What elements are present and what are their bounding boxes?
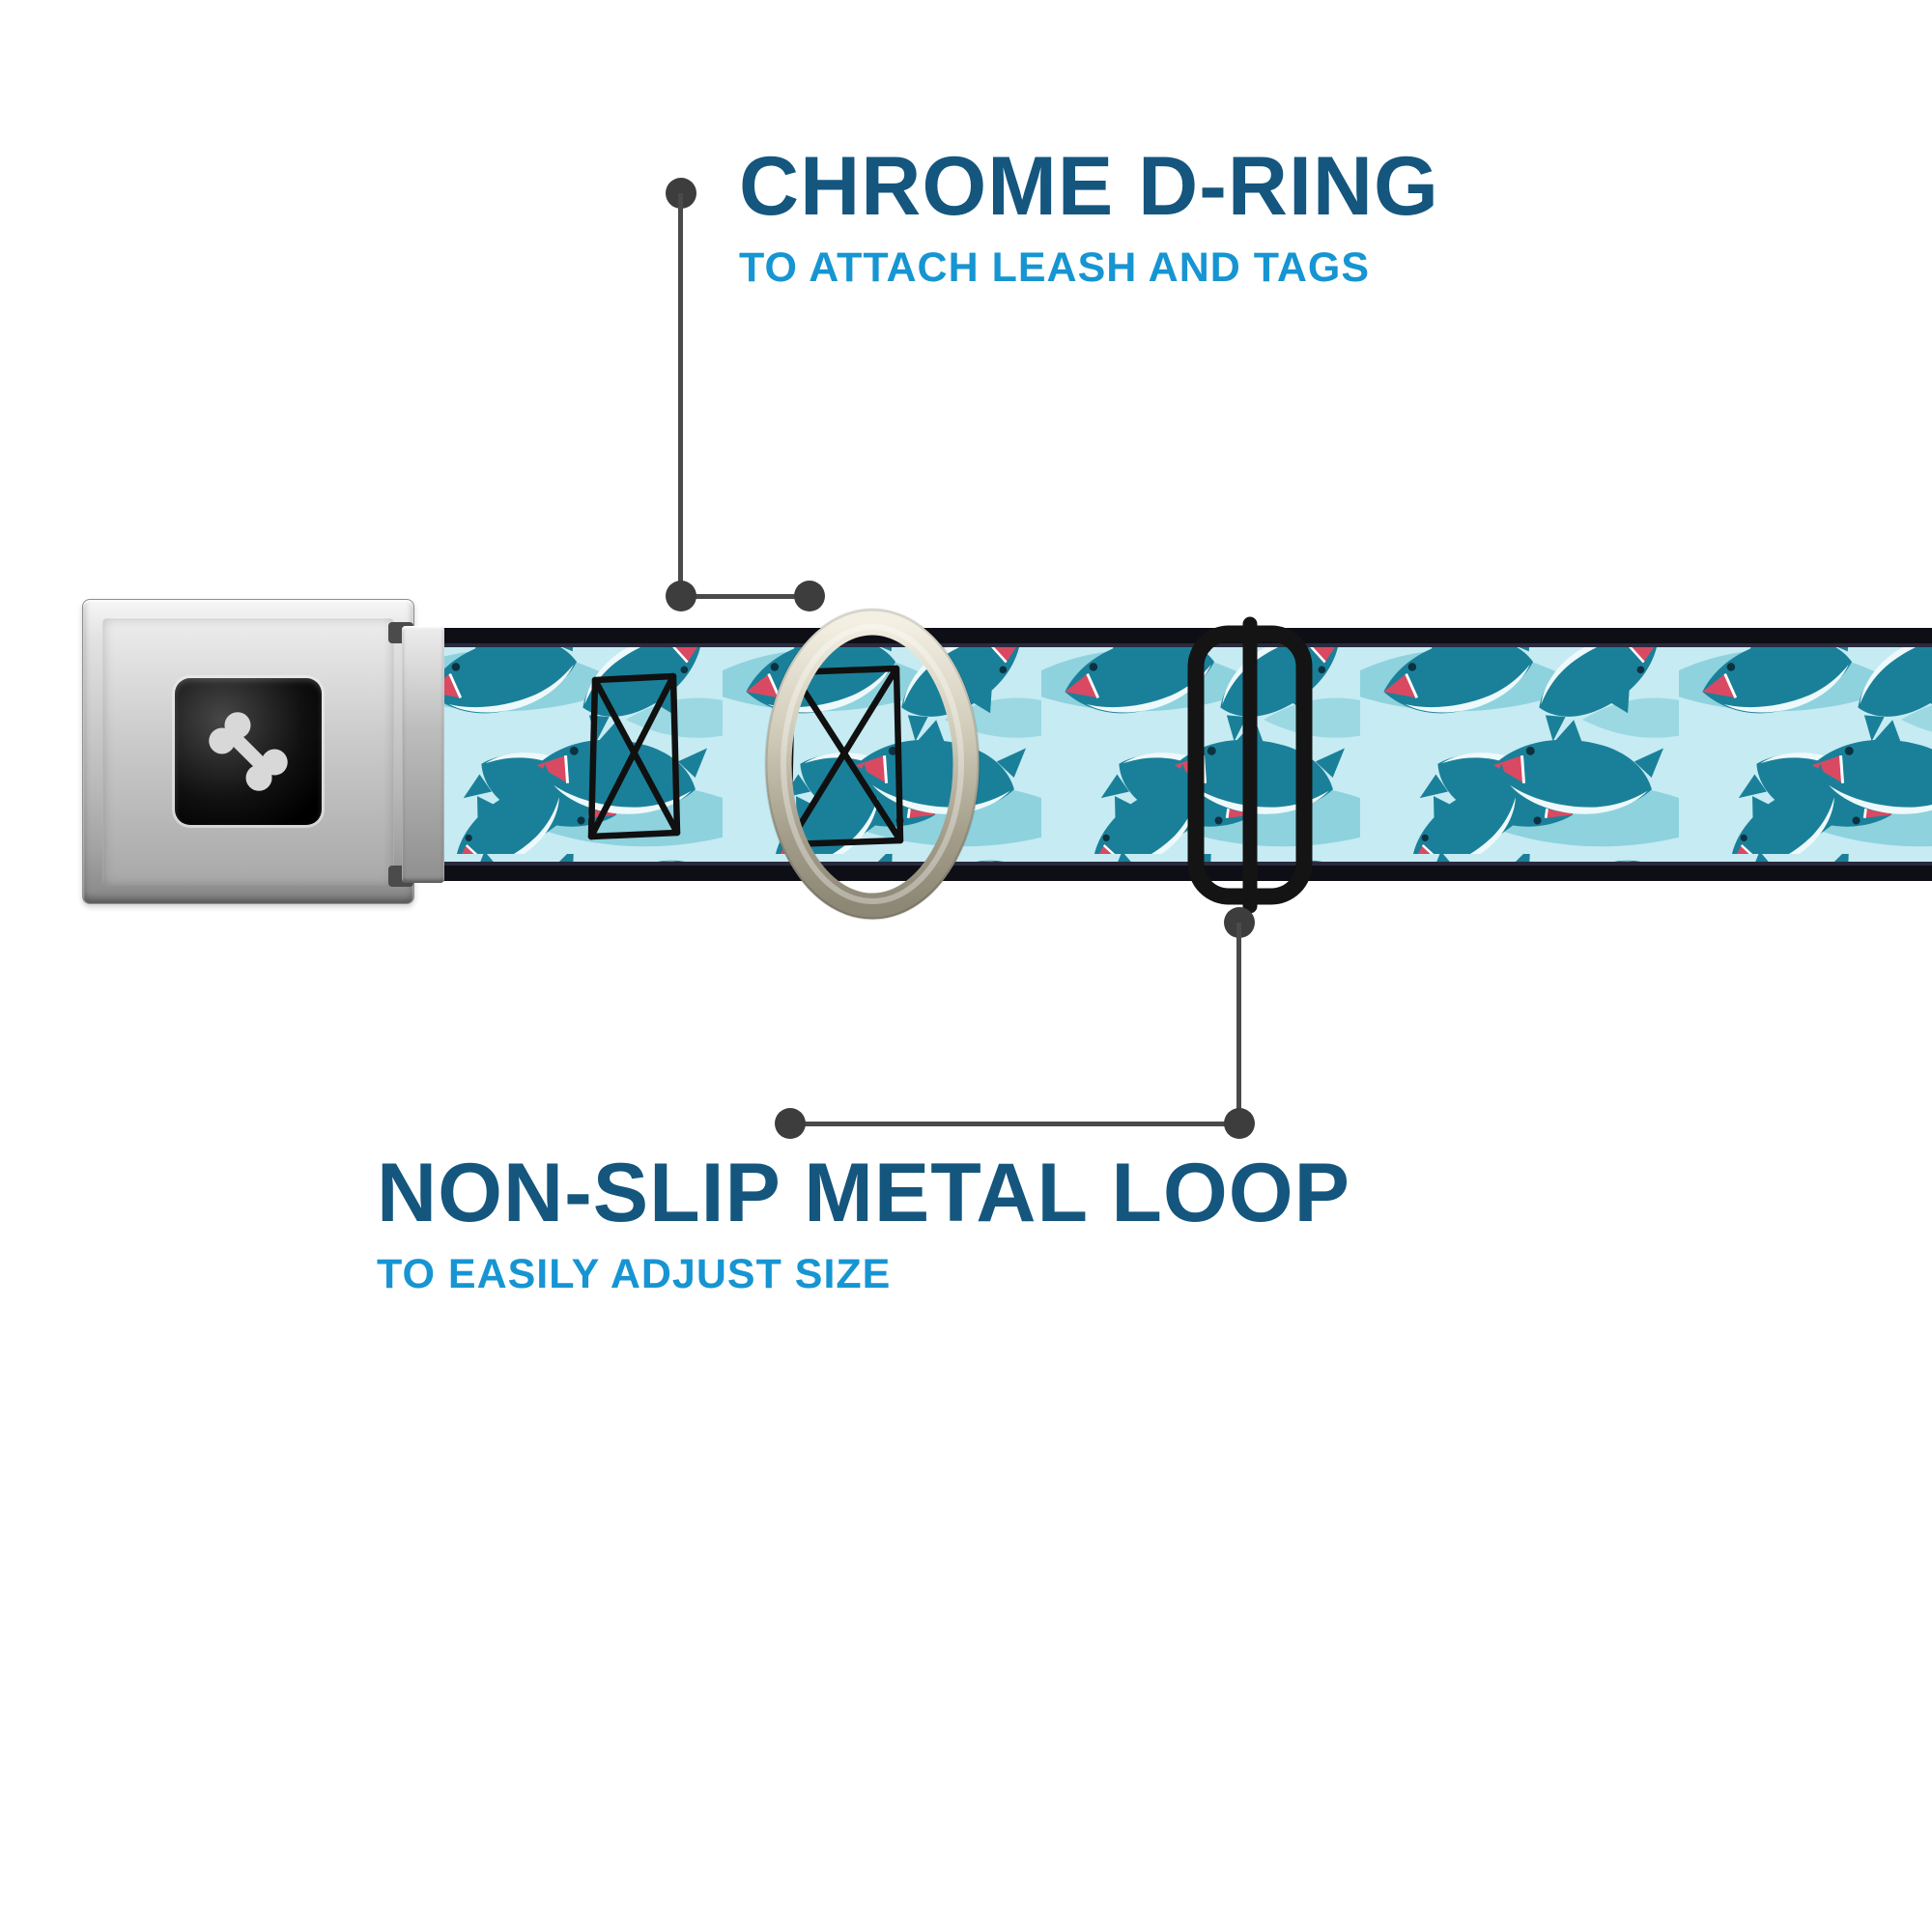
callout-dot-top-left [666, 581, 696, 611]
annotation-bottom-title: NON-SLIP METAL LOOP [377, 1147, 1351, 1239]
callout-dot-top-right [794, 581, 825, 611]
seatbelt-buckle [82, 599, 414, 904]
callout-line-bottom-horizontal [790, 1122, 1239, 1126]
annotation-bottom: NON-SLIP METAL LOOP TO EASILY ADJUST SIZ… [377, 1151, 1350, 1295]
annotation-top-subtitle: TO ATTACH LEASH AND TAGS [739, 244, 1371, 291]
dog-bone-icon [209, 712, 288, 791]
buckle-latch-plate [402, 626, 444, 883]
annotation-bottom-subtitle: TO EASILY ADJUST SIZE [377, 1251, 892, 1297]
callout-line-bottom-vertical [1236, 923, 1241, 1125]
buckle-release-button [175, 678, 322, 825]
annotation-top: CHROME D-RING TO ATTACH LEASH AND TAGS [739, 145, 1439, 289]
callout-dot-bottom-left [775, 1108, 806, 1139]
callout-dot-bottom-right [1224, 1108, 1255, 1139]
callout-line-top-vertical [678, 193, 683, 597]
collar-strap [404, 628, 1932, 881]
callout-line-top-horizontal [681, 594, 810, 599]
annotation-top-title: CHROME D-RING [739, 140, 1439, 233]
